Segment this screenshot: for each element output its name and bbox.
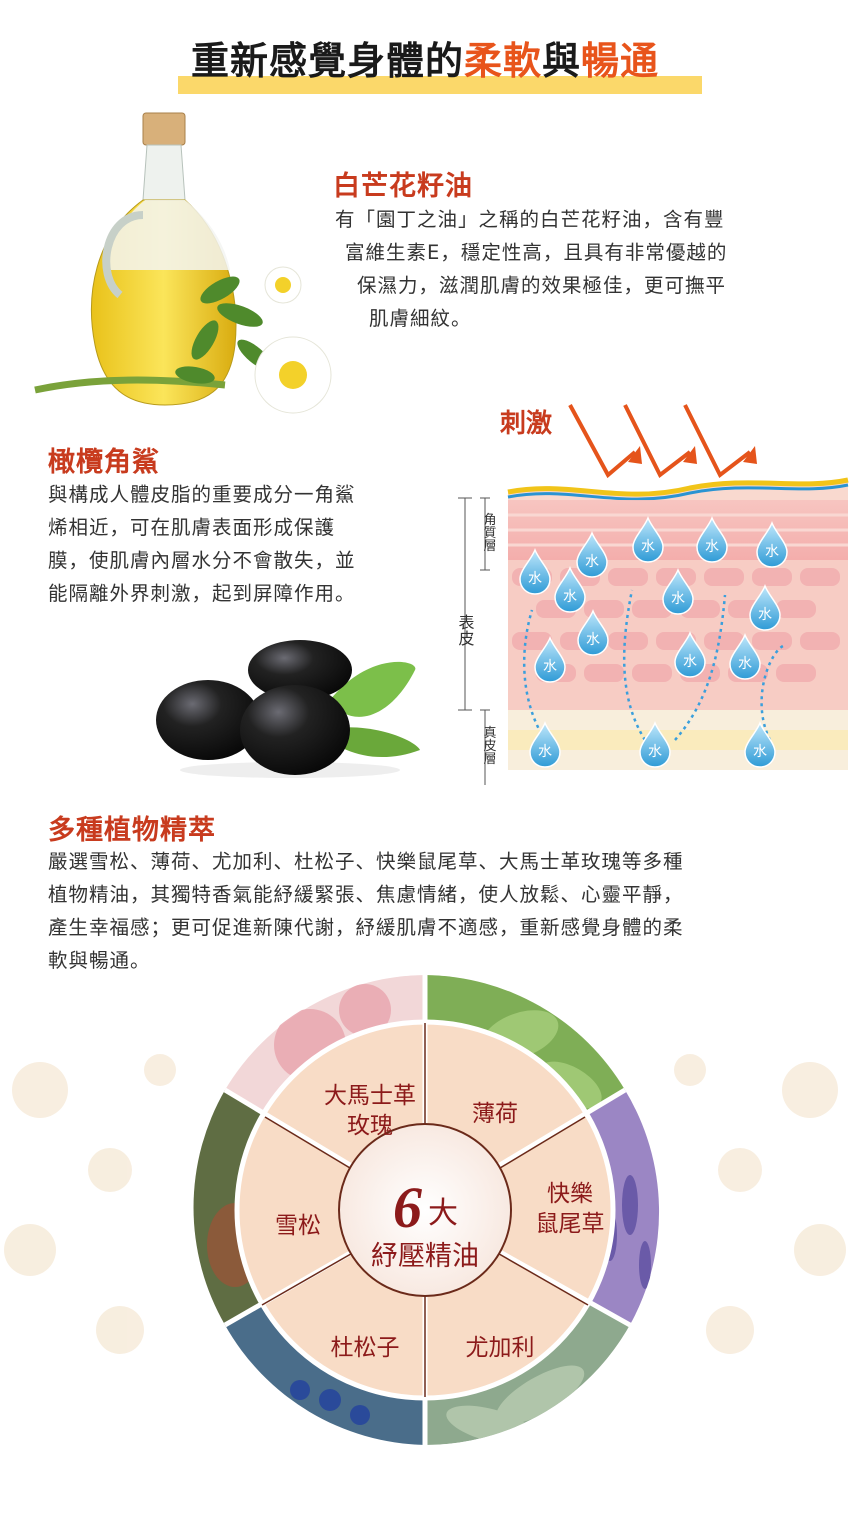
water-drop-label: 水 <box>671 591 685 607</box>
water-drop-icon: 水 <box>576 530 608 578</box>
water-drop-label: 水 <box>738 656 752 672</box>
water-drop-icon: 水 <box>756 520 788 568</box>
plants-line: 產生幸福感；更可促進新陳代謝，紓緩肌膚不適感，重新感覺身體的柔 <box>48 916 684 939</box>
label-rose-line2: 玫瑰 <box>347 1113 393 1139</box>
water-drop-icon: 水 <box>577 608 609 656</box>
label-mint: 薄荷 <box>472 1101 518 1127</box>
water-drop-icon: 水 <box>534 635 566 683</box>
water-drop-icon: 水 <box>554 565 586 613</box>
water-drop-label: 水 <box>641 539 655 555</box>
squalene-line: 烯相近，可在肌膚表面形成保護 <box>48 516 336 539</box>
water-drop-label: 水 <box>528 571 542 587</box>
oil-bottle-image <box>34 112 332 414</box>
page-title: 重新感覺身體的柔軟與暢通 <box>0 30 850 94</box>
center-subtitle: 紓壓精油 <box>371 1241 479 1272</box>
water-drop-icon: 水 <box>662 567 694 615</box>
squalene-line: 與構成人體皮脂的重要成分一角鯊 <box>48 483 356 506</box>
plants-line: 嚴選雪松、薄荷、尤加利、杜松子、快樂鼠尾草、大馬士革玫瑰等多種 <box>48 850 684 873</box>
title-part4: 暢通 <box>581 39 660 83</box>
water-drop-label: 水 <box>586 632 600 648</box>
dermis-label: 真皮層 <box>481 726 497 766</box>
water-drop-label: 水 <box>585 554 599 570</box>
oil-line: 肌膚細紋。 <box>369 307 472 330</box>
water-drop-icon: 水 <box>749 583 781 631</box>
squalene-description: 與構成人體皮脂的重要成分一角鯊 烯相近，可在肌膚表面形成保護 膜，使肌膚內層水分… <box>48 478 418 610</box>
label-sage-line2: 鼠尾草 <box>536 1211 605 1237</box>
plants-line: 植物精油，其獨特香氣能紓緩緊張、焦慮情緒，使人放鬆、心靈平靜， <box>48 883 684 906</box>
label-sage-line1: 快樂 <box>547 1181 593 1207</box>
oil-description: 有「園丁之油」之稱的白芒花籽油，含有豐 富維生素E，穩定性高，且具有非常優越的 … <box>335 203 815 335</box>
plants-heading: 多種植物精萃 <box>48 815 216 846</box>
label-cedar: 雪松 <box>275 1213 321 1239</box>
water-drop-icon: 水 <box>674 630 706 678</box>
water-drop-icon: 水 <box>519 547 551 595</box>
label-eucalyptus: 尤加利 <box>466 1335 535 1361</box>
water-drop-icon: 水 <box>639 720 671 768</box>
title-part2: 柔軟 <box>463 39 542 83</box>
squalene-line: 膜，使肌膚內層水分不會散失，並 <box>48 549 356 572</box>
plants-description: 嚴選雪松、薄荷、尤加利、杜松子、快樂鼠尾草、大馬士革玫瑰等多種 植物精油，其獨特… <box>48 845 818 977</box>
water-drop-label: 水 <box>753 744 767 760</box>
label-juniper: 杜松子 <box>331 1335 400 1361</box>
title-part3: 與 <box>542 39 582 83</box>
oil-line: 富維生素E，穩定性高，且具有非常優越的 <box>345 241 728 264</box>
water-drop-label: 水 <box>683 654 697 670</box>
oil-heading: 白芒花籽油 <box>333 171 473 202</box>
water-drop-icon: 水 <box>632 515 664 563</box>
epidermis-label: 表皮 <box>456 614 475 646</box>
water-drop-icon: 水 <box>729 632 761 680</box>
title-highlight <box>178 76 702 94</box>
oil-line: 有「園丁之油」之稱的白芒花籽油，含有豐 <box>335 208 725 231</box>
center-big: 大 <box>428 1196 458 1231</box>
water-drop-label: 水 <box>563 589 577 605</box>
title-part1: 重新感覺身體的 <box>190 39 464 83</box>
water-drop-label: 水 <box>538 744 552 760</box>
water-drop-icon: 水 <box>744 720 776 768</box>
water-drop-label: 水 <box>758 607 772 623</box>
stratum-corneum-label: 角質層 <box>481 513 497 553</box>
plants-line: 軟與暢通。 <box>48 949 151 972</box>
squalene-heading: 橄欖角鯊 <box>48 447 160 478</box>
label-rose-line1: 大馬士革 <box>324 1083 416 1109</box>
center-number: 6 <box>393 1175 422 1240</box>
water-drop-label: 水 <box>705 539 719 555</box>
stimulus-label: 刺激 <box>500 408 552 439</box>
floral-background-pattern <box>4 1054 846 1354</box>
olives-image <box>156 640 420 778</box>
oil-line: 保濕力，滋潤肌膚的效果極佳，更可撫平 <box>357 274 727 297</box>
essential-oils-wheel: 6 大 紓壓精油 大馬士革 玫瑰 薄荷 快樂 鼠尾草 尤加利 杜松子 雪松 <box>193 975 660 1445</box>
water-drop-icon: 水 <box>529 720 561 768</box>
skin-diagram: 刺激 表皮 角質層 真皮層 水水水水水水水水水水水水水水水 <box>456 404 849 785</box>
water-drop-label: 水 <box>765 544 779 560</box>
water-drop-label: 水 <box>543 659 557 675</box>
water-drop-icon: 水 <box>696 515 728 563</box>
squalene-line: 能隔離外界刺激，起到屏障作用。 <box>48 582 356 605</box>
water-drop-label: 水 <box>648 744 662 760</box>
